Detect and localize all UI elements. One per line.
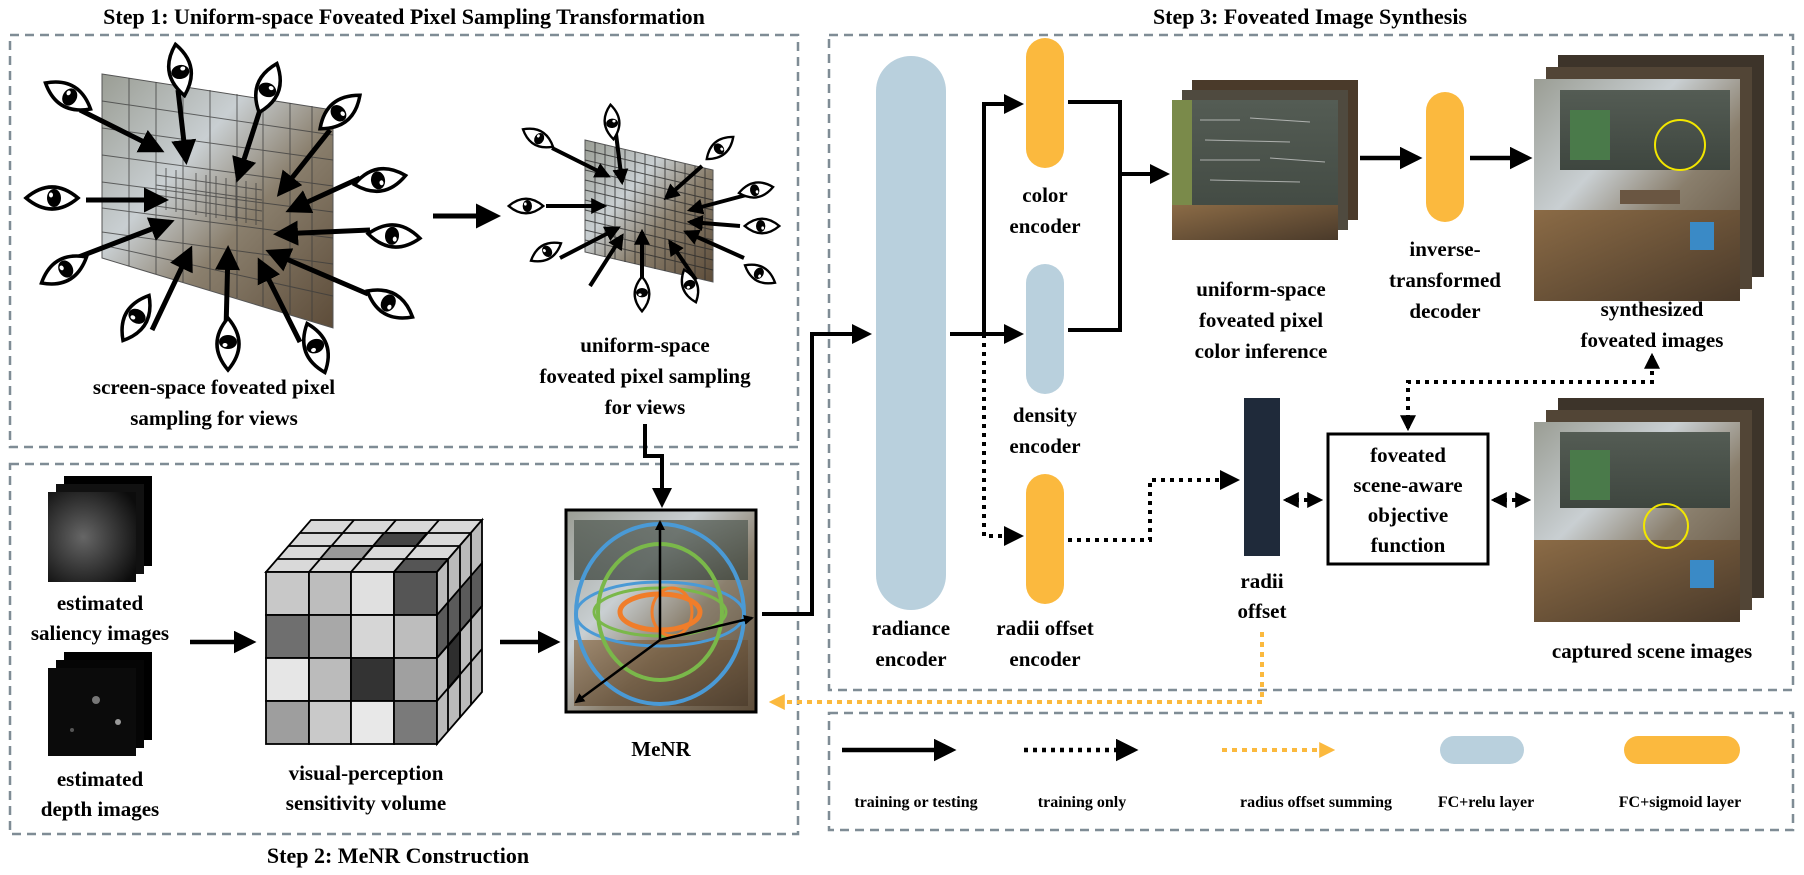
radii-encoder-to-offset-arrow xyxy=(1068,470,1240,542)
radii-encoder-label-line2: encoder xyxy=(1009,647,1080,671)
to-radii-encoder-arrow xyxy=(982,334,1024,546)
menr-label: MeNR xyxy=(631,737,691,761)
synthesized-image-stack xyxy=(1534,55,1764,301)
sampling-to-menr-arrow xyxy=(643,424,672,508)
screen-space-label-line1: screen-space foveated pixel xyxy=(93,375,335,399)
eye-icon xyxy=(518,121,558,155)
eye-icon xyxy=(215,316,241,372)
eye-icon xyxy=(24,185,80,211)
volume-label-line2: sensitivity volume xyxy=(286,791,446,815)
step2-panel xyxy=(8,462,800,836)
step2-title: Step 2: MeNR Construction xyxy=(267,843,529,868)
eye-icon xyxy=(743,217,781,235)
legend-relu-swatch xyxy=(1440,736,1524,764)
menr-to-radiance-arrow xyxy=(762,324,872,616)
eye-icon xyxy=(360,279,420,329)
uniform-space-label-line2: foveated pixel sampling xyxy=(539,364,751,388)
decoder-label-line3: decoder xyxy=(1409,299,1480,323)
saliency-label-line2: saliency images xyxy=(31,621,169,645)
radius-offset-summing-arrow xyxy=(768,632,1264,710)
objective-function-box xyxy=(1326,432,1490,566)
depth-label-line1: estimated xyxy=(57,767,144,791)
eye-icon xyxy=(526,235,566,269)
eye-icon xyxy=(111,288,161,348)
sensitivity-volume-cube xyxy=(264,517,484,747)
radii-offset-label-line1: radii xyxy=(1240,569,1283,593)
objective-label-line3: objective xyxy=(1368,503,1448,527)
density-encoder-label-line1: density xyxy=(1013,403,1078,427)
synthesized-label-line2: foveated images xyxy=(1581,328,1724,352)
color-encoder-block xyxy=(1026,38,1064,168)
eye-icon xyxy=(740,257,780,291)
radiance-encoder-block xyxy=(876,56,946,610)
captured-image-stack xyxy=(1534,398,1764,622)
saliency-image-stack xyxy=(48,476,152,582)
eye-icon xyxy=(633,275,651,313)
legend-sigmoid-swatch xyxy=(1624,736,1740,764)
screen-space-label-line2: sampling for views xyxy=(130,406,298,430)
eye-icon xyxy=(295,318,337,378)
step3-title: Step 3: Foveated Image Synthesis xyxy=(1153,4,1468,29)
radii-offset-encoder-block xyxy=(1026,474,1064,604)
density-encoder-block xyxy=(1026,264,1064,394)
legend-orange-label: radius offset summing xyxy=(1240,794,1392,811)
step1-panel xyxy=(8,33,800,449)
synthesized-label-line1: synthesized xyxy=(1601,297,1704,321)
eye-icon xyxy=(700,130,740,166)
screen-space-sampling-figure xyxy=(24,40,423,378)
radii-encoder-label-line1: radii offset xyxy=(996,616,1093,640)
legend-panel xyxy=(827,711,1795,832)
radii-offset-bar xyxy=(1244,398,1280,556)
objective-label-line1: foveated xyxy=(1370,443,1446,467)
saliency-label-line1: estimated xyxy=(57,591,144,615)
menr-figure xyxy=(564,508,758,714)
radiance-encoder-label-line2: encoder xyxy=(875,647,946,671)
radiance-encoder-label-line1: radiance xyxy=(872,616,950,640)
uniform-space-sampling-figure xyxy=(507,102,781,313)
eye-icon xyxy=(507,197,545,215)
density-encoder-label-line2: encoder xyxy=(1009,434,1080,458)
eye-icon xyxy=(602,102,622,142)
step1-title: Step 1: Uniform-space Foveated Pixel Sam… xyxy=(103,4,705,29)
decoder-label-line1: inverse- xyxy=(1409,237,1480,261)
uniform-space-label-line3: for views xyxy=(605,395,686,419)
depth-image-stack xyxy=(48,652,152,756)
eye-icon xyxy=(365,221,423,251)
objective-label-line4: function xyxy=(1371,533,1446,557)
depth-label-line2: depth images xyxy=(41,797,159,821)
legend-relu-label: FC+relu layer xyxy=(1438,794,1534,811)
color-encoder-label-line1: color xyxy=(1022,183,1067,207)
uniform-space-label-line1: uniform-space xyxy=(580,333,710,357)
color-encoder-label-line2: encoder xyxy=(1009,214,1080,238)
color-inference-image-stack xyxy=(1172,80,1358,240)
color-inference-label-line3: color inference xyxy=(1195,339,1328,363)
radii-offset-label-line2: offset xyxy=(1238,599,1287,623)
color-inference-label-line2: foveated pixel xyxy=(1199,308,1323,332)
objective-label-line2: scene-aware xyxy=(1353,473,1462,497)
captured-label: captured scene images xyxy=(1552,639,1752,663)
volume-label-line1: visual-perception xyxy=(289,761,444,785)
legend-dotted-label: training only xyxy=(1038,794,1126,811)
color-inference-label-line1: uniform-space xyxy=(1196,277,1326,301)
step3-panel xyxy=(827,33,1795,692)
legend-solid-label: training or testing xyxy=(854,794,977,811)
legend-sigmoid-label: FC+sigmoid layer xyxy=(1619,794,1741,811)
eye-icon xyxy=(350,162,410,198)
decoder-block xyxy=(1426,92,1464,222)
decoder-label-line2: transformed xyxy=(1389,268,1501,292)
to-color-encoder-arrow xyxy=(982,94,1024,334)
